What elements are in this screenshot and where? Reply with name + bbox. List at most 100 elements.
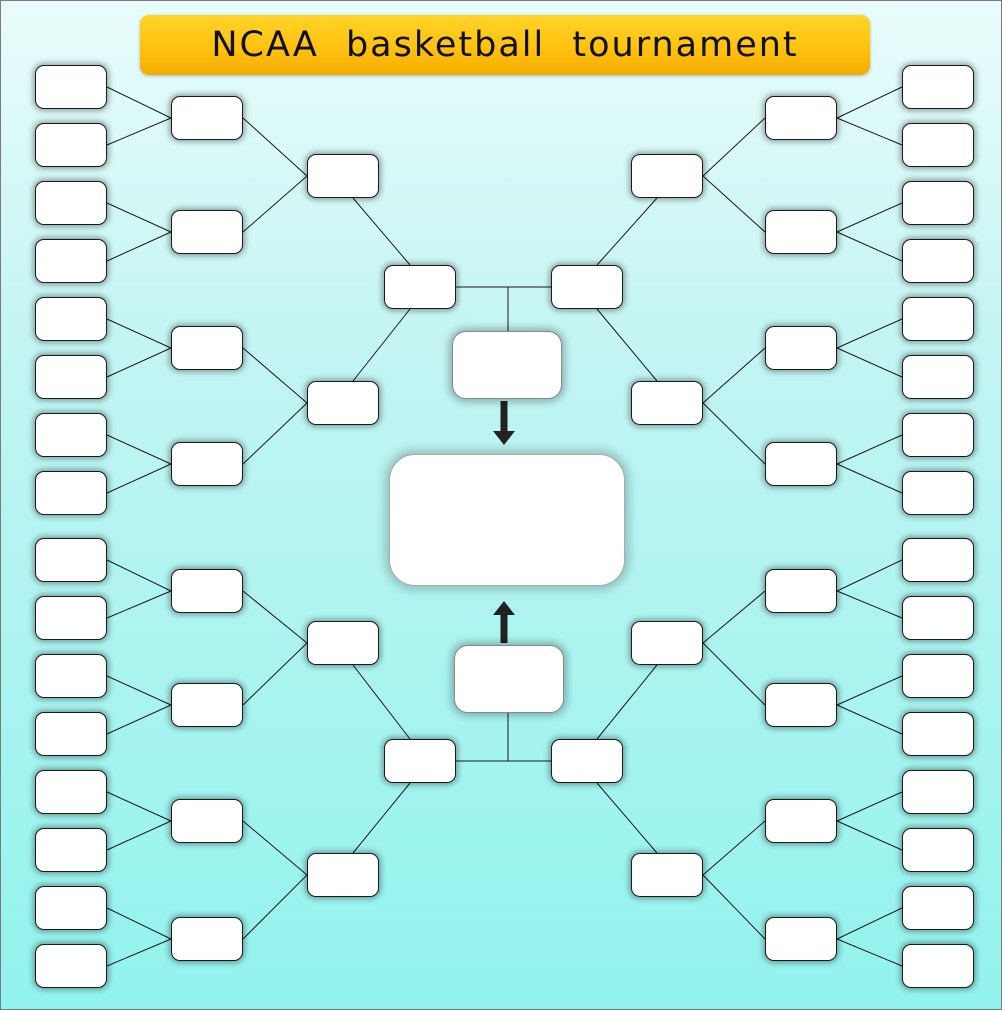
- right-round1-slot-8[interactable]: [902, 471, 974, 515]
- left-round4-slot-1[interactable]: [384, 265, 456, 309]
- right-round1-slot-1[interactable]: [902, 65, 974, 109]
- left-round4-slot-2[interactable]: [384, 739, 456, 783]
- right-r3-connector: [596, 782, 658, 854]
- left-round2-slot-2[interactable]: [171, 210, 243, 254]
- left-round1-slot-14[interactable]: [35, 828, 107, 872]
- right-round2-slot-8[interactable]: [765, 917, 837, 961]
- right-r3-connector: [596, 197, 658, 266]
- right-round2-slot-2[interactable]: [765, 210, 837, 254]
- right-round1-slot-11[interactable]: [902, 654, 974, 698]
- right-round3-slot-2[interactable]: [631, 381, 703, 425]
- left-round2-slot-7[interactable]: [171, 799, 243, 843]
- right-r1-connector: [836, 938, 903, 967]
- left-round3-slot-3[interactable]: [307, 621, 379, 665]
- left-round1-slot-16[interactable]: [35, 944, 107, 988]
- right-round2-slot-6[interactable]: [765, 683, 837, 727]
- left-round1-slot-12[interactable]: [35, 712, 107, 756]
- left-round1-slot-3[interactable]: [35, 181, 107, 225]
- left-round3-slot-2[interactable]: [307, 381, 379, 425]
- left-r1-connector: [106, 231, 172, 262]
- right-r1-connector: [836, 704, 903, 735]
- left-round1-slot-1[interactable]: [35, 65, 107, 109]
- left-r3-connector: [352, 664, 411, 740]
- left-round1-slot-6[interactable]: [35, 355, 107, 399]
- left-r1-connector: [106, 791, 172, 822]
- left-r1-connector: [106, 434, 172, 465]
- right-round4-slot-2[interactable]: [551, 739, 623, 783]
- left-round1-slot-4[interactable]: [35, 239, 107, 283]
- right-round1-slot-14[interactable]: [902, 828, 974, 872]
- right-r1-connector: [836, 590, 903, 619]
- right-round2-slot-4[interactable]: [765, 442, 837, 486]
- left-round2-slot-4[interactable]: [171, 442, 243, 486]
- right-r1-connector: [836, 202, 903, 233]
- right-r1-connector: [836, 347, 903, 378]
- right-r1-connector: [836, 434, 903, 465]
- right-round4-slot-1[interactable]: [551, 265, 623, 309]
- right-round2-slot-1[interactable]: [765, 96, 837, 140]
- left-round1-slot-5[interactable]: [35, 297, 107, 341]
- left-round3-slot-1[interactable]: [307, 154, 379, 198]
- left-r1-connector: [106, 675, 172, 706]
- right-r2-connector: [702, 347, 766, 404]
- left-r3-connector: [352, 308, 411, 382]
- right-r2-connector: [702, 590, 766, 644]
- right-round3-slot-1[interactable]: [631, 154, 703, 198]
- left-r2-connector: [242, 402, 308, 465]
- left-round2-slot-6[interactable]: [171, 683, 243, 727]
- right-round1-slot-2[interactable]: [902, 123, 974, 167]
- right-round2-slot-3[interactable]: [765, 326, 837, 370]
- right-round3-slot-3[interactable]: [631, 621, 703, 665]
- left-round2-slot-5[interactable]: [171, 569, 243, 613]
- left-r1-connector: [106, 202, 172, 233]
- right-r1-connector: [836, 318, 903, 349]
- right-round1-slot-16[interactable]: [902, 944, 974, 988]
- semifinal-top-slot[interactable]: [452, 331, 562, 399]
- right-r1-connector: [836, 117, 903, 146]
- left-round2-slot-8[interactable]: [171, 917, 243, 961]
- left-r3-connector: [352, 197, 411, 266]
- right-round1-slot-3[interactable]: [902, 181, 974, 225]
- right-r1-connector: [836, 463, 903, 494]
- right-round1-slot-13[interactable]: [902, 770, 974, 814]
- left-round2-slot-1[interactable]: [171, 96, 243, 140]
- right-r1-connector: [836, 231, 903, 262]
- arrow-up-icon: [493, 601, 515, 643]
- title-banner: NCAA basketball tournament: [140, 15, 870, 75]
- right-round1-slot-7[interactable]: [902, 413, 974, 457]
- left-round1-slot-15[interactable]: [35, 886, 107, 930]
- right-r2-connector: [702, 402, 766, 465]
- left-r2-connector: [242, 874, 308, 940]
- left-round3-slot-4[interactable]: [307, 853, 379, 897]
- right-round1-slot-5[interactable]: [902, 297, 974, 341]
- semifinal-bottom-slot[interactable]: [454, 645, 564, 713]
- right-round3-slot-4[interactable]: [631, 853, 703, 897]
- left-r2-connector: [242, 820, 308, 876]
- right-r2-connector: [702, 117, 766, 177]
- champion-slot[interactable]: [389, 454, 625, 586]
- right-round1-slot-15[interactable]: [902, 886, 974, 930]
- right-round2-slot-5[interactable]: [765, 569, 837, 613]
- left-round1-slot-13[interactable]: [35, 770, 107, 814]
- left-round1-slot-2[interactable]: [35, 123, 107, 167]
- right-r1-connector: [836, 791, 903, 822]
- left-round1-slot-11[interactable]: [35, 654, 107, 698]
- left-round1-slot-8[interactable]: [35, 471, 107, 515]
- left-round1-slot-10[interactable]: [35, 596, 107, 640]
- right-r1-connector: [836, 820, 903, 851]
- left-round2-slot-3[interactable]: [171, 326, 243, 370]
- right-round1-slot-12[interactable]: [902, 712, 974, 756]
- arrow-down-icon: [493, 401, 515, 445]
- left-r1-connector: [106, 318, 172, 349]
- right-round1-slot-9[interactable]: [902, 538, 974, 582]
- left-round1-slot-9[interactable]: [35, 538, 107, 582]
- right-round2-slot-7[interactable]: [765, 799, 837, 843]
- left-round1-slot-7[interactable]: [35, 413, 107, 457]
- left-r1-connector: [106, 938, 172, 967]
- right-round1-slot-4[interactable]: [902, 239, 974, 283]
- right-round1-slot-6[interactable]: [902, 355, 974, 399]
- left-r2-connector: [242, 590, 308, 644]
- right-round1-slot-10[interactable]: [902, 596, 974, 640]
- left-r1-connector: [106, 907, 172, 940]
